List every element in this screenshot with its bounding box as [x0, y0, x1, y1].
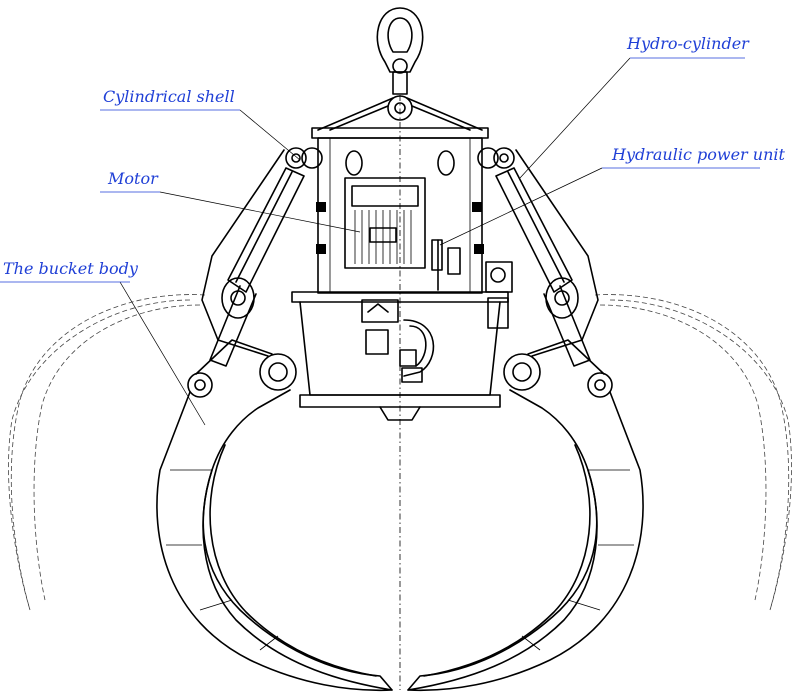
open-position-outline	[8, 294, 792, 611]
bucket-body-label: The bucket body	[3, 259, 139, 278]
bucket-body-right	[407, 389, 644, 692]
base-chassis	[291, 291, 509, 421]
hydro-cylinder-label: Hydro-cylinder	[626, 34, 750, 53]
lifting-eye	[376, 7, 424, 121]
cylindrical-shell	[317, 137, 483, 294]
cylindrical-shell-label: Cylindrical shell	[103, 87, 235, 106]
hydraulic-power-unit-label: Hydraulic power unit	[611, 145, 786, 164]
fittings	[316, 202, 484, 254]
right-arm	[503, 149, 613, 398]
hydro-cylinder-right	[477, 147, 591, 367]
hydraulic-power-unit	[431, 239, 513, 329]
motor-label: Motor	[107, 169, 159, 188]
leader-lines	[0, 57, 760, 426]
left-arm	[187, 149, 297, 398]
motor	[344, 177, 426, 269]
hydro-cylinder-left	[209, 147, 323, 367]
bucket-body-left	[156, 389, 393, 692]
